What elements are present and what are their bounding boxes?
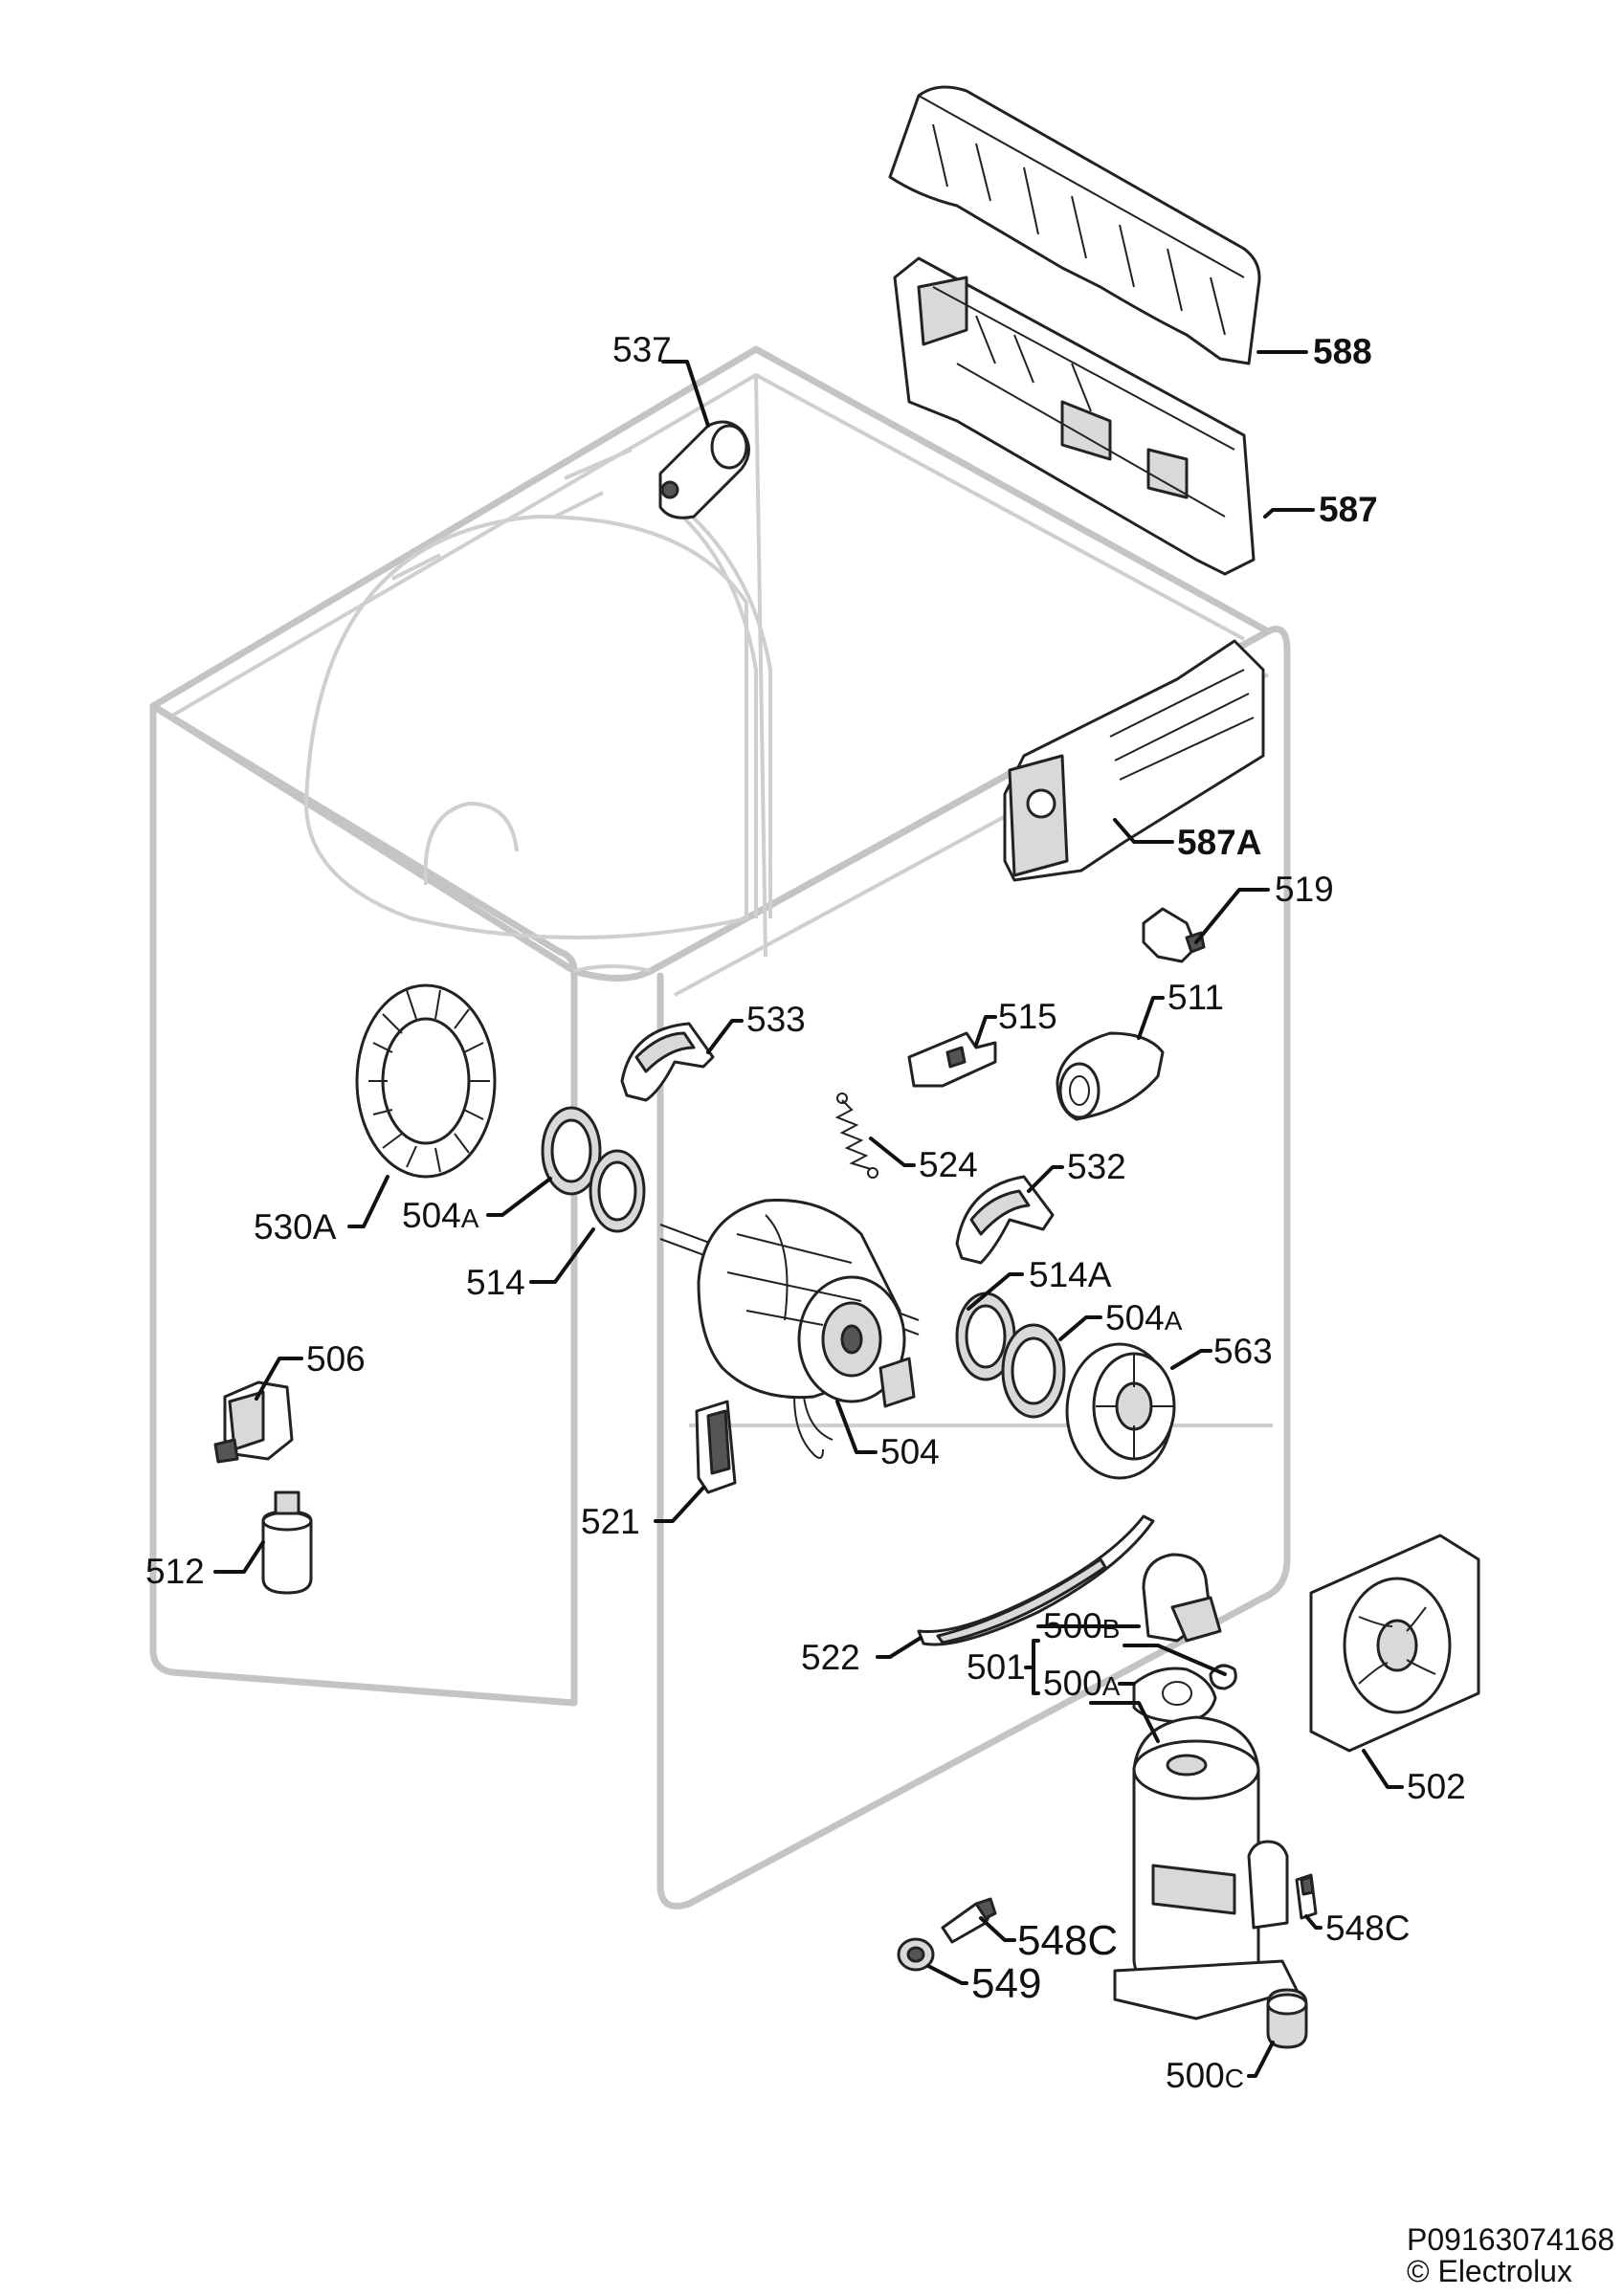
part-compressor <box>1113 1715 1299 2020</box>
label-506: 506 <box>306 1339 366 1379</box>
part-504A-left-ring <box>541 1106 602 1196</box>
cabinet <box>149 345 1291 1910</box>
label-500B-main: 500 <box>1043 1606 1102 1645</box>
label-524: 524 <box>919 1145 978 1184</box>
part-504-motor <box>659 1198 920 1459</box>
part-504A-right-ring <box>1001 1323 1066 1419</box>
part-530A-fan-wheel <box>355 983 497 1179</box>
part-549-grommet <box>897 1937 935 1972</box>
label-514: 514 <box>466 1263 525 1302</box>
label-521: 521 <box>581 1502 640 1541</box>
label-500A: 500A <box>1043 1664 1121 1703</box>
part-514A-ring <box>955 1292 1016 1381</box>
part-labels: 537 588 587 587A 519 533 515 511 524 532… <box>145 330 1466 2095</box>
label-500C-main: 500 <box>1166 2056 1225 2095</box>
label-511: 511 <box>1167 978 1224 1017</box>
part-500C-grommet <box>1266 1988 1308 2049</box>
label-532: 532 <box>1067 1147 1126 1186</box>
label-587A: 587A <box>1177 823 1261 862</box>
part-519-sensor <box>1142 907 1206 963</box>
label-522: 522 <box>801 1638 860 1677</box>
label-502: 502 <box>1407 1767 1466 1806</box>
label-563: 563 <box>1213 1332 1273 1371</box>
label-504A-left-sub: A <box>461 1203 479 1233</box>
label-504A-right-main: 504 <box>1105 1298 1165 1337</box>
label-504A-left-main: 504 <box>402 1196 461 1235</box>
footer-code: P09163074168 <box>1407 2222 1614 2257</box>
part-502-fan <box>1309 1534 1480 1753</box>
label-514A: 514A <box>1029 1255 1112 1294</box>
label-548C-right: 548C <box>1325 1909 1410 1948</box>
part-506-relay <box>213 1380 294 1464</box>
part-533-bracket <box>620 1022 715 1102</box>
part-511-filter <box>1056 1031 1165 1121</box>
label-504A-right: 504A <box>1105 1298 1183 1337</box>
part-514-ring <box>589 1149 646 1233</box>
label-537: 537 <box>612 330 672 369</box>
label-504A-right-sub: A <box>1165 1306 1183 1336</box>
label-504A-left: 504A <box>402 1196 479 1235</box>
part-522-strip <box>917 1514 1155 1646</box>
label-533: 533 <box>746 1000 806 1039</box>
part-587-control-module <box>893 256 1256 576</box>
part-500B-component <box>1142 1553 1237 1690</box>
part-548C-left <box>941 1897 997 1944</box>
footer-copyright: © Electrolux <box>1407 2254 1572 2288</box>
label-500A-sub: A <box>1102 1671 1121 1701</box>
part-524-spring <box>834 1093 878 1179</box>
label-500A-main: 500 <box>1043 1664 1102 1703</box>
label-519: 519 <box>1275 870 1334 909</box>
label-500B: 500B <box>1043 1606 1120 1645</box>
label-530A: 530A <box>254 1207 337 1247</box>
part-548C-right <box>1295 1873 1318 1920</box>
label-515: 515 <box>998 997 1057 1036</box>
part-588-cover <box>888 85 1261 365</box>
label-512: 512 <box>145 1552 205 1591</box>
part-521-component <box>695 1400 737 1494</box>
part-512-component <box>261 1490 313 1595</box>
label-588: 588 <box>1313 332 1372 371</box>
part-500A-gasket <box>1132 1667 1217 1724</box>
label-504: 504 <box>880 1432 940 1471</box>
label-548C-left: 548C <box>1017 1917 1118 1964</box>
part-587A-panel <box>1003 639 1265 882</box>
part-563-pulley <box>1065 1342 1176 1480</box>
label-500C-sub: C <box>1225 2064 1244 2093</box>
label-500B-sub: B <box>1102 1614 1121 1644</box>
label-549: 549 <box>971 1960 1041 2007</box>
label-500C: 500C <box>1166 2056 1244 2095</box>
label-587: 587 <box>1319 490 1378 529</box>
leader-lines <box>213 350 1404 2078</box>
part-515-switch <box>907 1031 997 1088</box>
part-532-bracket <box>955 1175 1055 1265</box>
label-501: 501 <box>967 1647 1026 1687</box>
part-537-capacitor <box>658 420 750 519</box>
footer: P09163074168 © Electrolux <box>1407 2222 1614 2288</box>
